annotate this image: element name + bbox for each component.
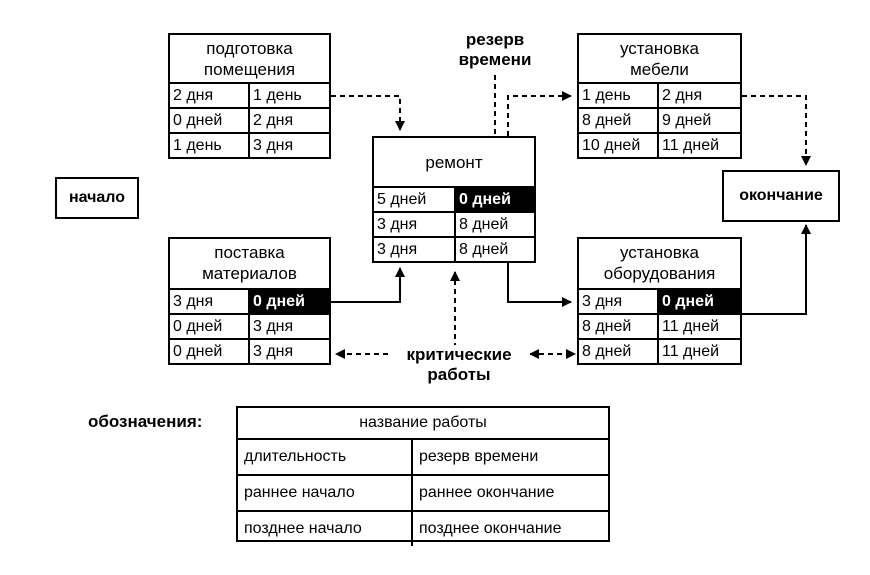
task-node-supply: поставка материалов 3 дня 0 дней 0 дней …: [168, 237, 331, 365]
legend-row: раннее начало раннее окончание: [238, 474, 608, 510]
task-title-line: помещения: [203, 60, 296, 79]
late-finish-cell: 3 дня: [253, 343, 294, 360]
early-finish-cell: 8 дней: [459, 216, 509, 233]
slack-callout-line: времени: [458, 50, 532, 69]
task-row: 0 дней 3 дня: [170, 338, 329, 363]
legend-cell-late-start: позднее начало: [238, 512, 413, 546]
task-grid: 5 дней 0 дней 3 дня 8 дней 3 дня 8 дней: [374, 186, 534, 261]
task-row: 8 дней 11 дней: [579, 338, 740, 363]
legend-cell-duration: длительность: [238, 440, 413, 474]
slack-callout: резерв времени: [440, 30, 550, 70]
late-start-cell: 3 дня: [374, 238, 456, 261]
task-title-line: оборудования: [603, 264, 716, 283]
task-row: 8 дней 9 дней: [579, 107, 740, 132]
early-start-cell: 8 дней: [579, 109, 659, 132]
legend-row: позднее начало позднее окончание: [238, 510, 608, 546]
task-grid: 3 дня 0 дней 8 дней 11 дней 8 дней 11 дн…: [579, 288, 740, 363]
early-start-cell: 8 дней: [579, 315, 659, 338]
task-row: 10 дней 11 дней: [579, 132, 740, 157]
slack-callout-line: резерв: [465, 30, 525, 49]
task-row: 1 день 3 дня: [170, 132, 329, 157]
slack-cell-critical: 0 дней: [250, 290, 329, 313]
legend-cell-slack: резерв времени: [419, 448, 539, 465]
slack-cell: 2 дня: [662, 87, 703, 104]
slack-cell-critical: 0 дней: [659, 290, 740, 313]
critical-callout: критические работы: [388, 345, 530, 385]
arrow-supply-to-repair: [331, 267, 405, 303]
critical-callout-line: работы: [427, 365, 491, 384]
arrow-repair-to-furniture: [507, 91, 572, 136]
task-title: поставка материалов: [170, 239, 329, 284]
task-row: 0 дней 2 дня: [170, 107, 329, 132]
task-row: 5 дней 0 дней: [374, 186, 534, 211]
arrow-repair-to-equipment: [507, 263, 572, 307]
task-title-line: мебели: [630, 60, 689, 79]
duration-cell: 1 день: [579, 84, 659, 107]
late-start-cell: 1 день: [170, 134, 250, 157]
task-row: 3 дня 0 дней: [579, 288, 740, 313]
late-start-cell: 10 дней: [579, 134, 659, 157]
task-node-prep: подготовка помещения 2 дня 1 день 0 дней…: [168, 33, 331, 159]
early-finish-cell: 9 дней: [662, 112, 712, 129]
arrow-furniture-to-end: [742, 95, 811, 166]
task-title-line: ремонт: [425, 153, 483, 172]
task-row: 8 дней 11 дней: [579, 313, 740, 338]
task-grid: 3 дня 0 дней 0 дней 3 дня 0 дней 3 дня: [170, 288, 329, 363]
critical-callout-line: критические: [406, 345, 512, 364]
duration-cell: 3 дня: [170, 290, 250, 313]
task-title: установка оборудования: [579, 239, 740, 284]
late-finish-cell: 11 дней: [662, 343, 720, 360]
task-title-line: материалов: [202, 264, 297, 283]
task-row: 2 дня 1 день: [170, 82, 329, 107]
task-node-equipment: установка оборудования 3 дня 0 дней 8 дн…: [577, 237, 742, 365]
task-title-line: подготовка: [206, 39, 293, 58]
duration-cell: 3 дня: [579, 290, 659, 313]
late-finish-cell: 3 дня: [253, 137, 294, 154]
task-row: 1 день 2 дня: [579, 82, 740, 107]
legend-cell-early-finish: раннее окончание: [419, 484, 555, 501]
end-node: окончание: [722, 170, 840, 222]
late-start-cell: 8 дней: [579, 340, 659, 363]
task-grid: 1 день 2 дня 8 дней 9 дней 10 дней 11 дн…: [579, 82, 740, 157]
task-row: 0 дней 3 дня: [170, 313, 329, 338]
task-node-repair: ремонт 5 дней 0 дней 3 дня 8 дней 3 дня …: [372, 136, 536, 263]
legend-row: длительность резерв времени: [238, 438, 608, 474]
legend-title: название работы: [359, 414, 487, 431]
task-title-line: установка: [620, 243, 699, 262]
arrow-equipment-to-end: [742, 224, 811, 315]
task-title: ремонт: [374, 138, 534, 173]
legend-label: обозначения:: [88, 412, 203, 431]
late-finish-cell: 11 дней: [662, 137, 720, 154]
slack-cell-critical: 0 дней: [456, 188, 534, 211]
early-finish-cell: 3 дня: [253, 318, 294, 335]
task-row: 3 дня 0 дней: [170, 288, 329, 313]
duration-cell: 2 дня: [170, 84, 250, 107]
task-row: 3 дня 8 дней: [374, 211, 534, 236]
early-start-cell: 3 дня: [374, 213, 456, 236]
task-grid: 2 дня 1 день 0 дней 2 дня 1 день 3 дня: [170, 82, 329, 157]
late-start-cell: 0 дней: [170, 340, 250, 363]
start-node: начало: [55, 177, 139, 219]
early-start-cell: 0 дней: [170, 315, 250, 338]
task-row: 3 дня 8 дней: [374, 236, 534, 261]
duration-cell: 5 дней: [374, 188, 456, 211]
legend-cell-early-start: раннее начало: [238, 476, 413, 510]
legend-table: название работы длительность резерв врем…: [236, 406, 610, 546]
task-title: установка мебели: [579, 35, 740, 80]
early-finish-cell: 2 дня: [253, 112, 294, 129]
task-title-line: установка: [620, 39, 699, 58]
task-node-furniture: установка мебели 1 день 2 дня 8 дней 9 д…: [577, 33, 742, 159]
slack-cell: 1 день: [253, 87, 302, 104]
early-finish-cell: 11 дней: [662, 318, 720, 335]
arrow-prep-to-repair: [331, 95, 405, 131]
task-title-line: поставка: [214, 243, 285, 262]
legend-cell-late-finish: позднее окончание: [419, 520, 562, 537]
early-start-cell: 0 дней: [170, 109, 250, 132]
late-finish-cell: 8 дней: [459, 241, 509, 258]
task-title: подготовка помещения: [170, 35, 329, 80]
